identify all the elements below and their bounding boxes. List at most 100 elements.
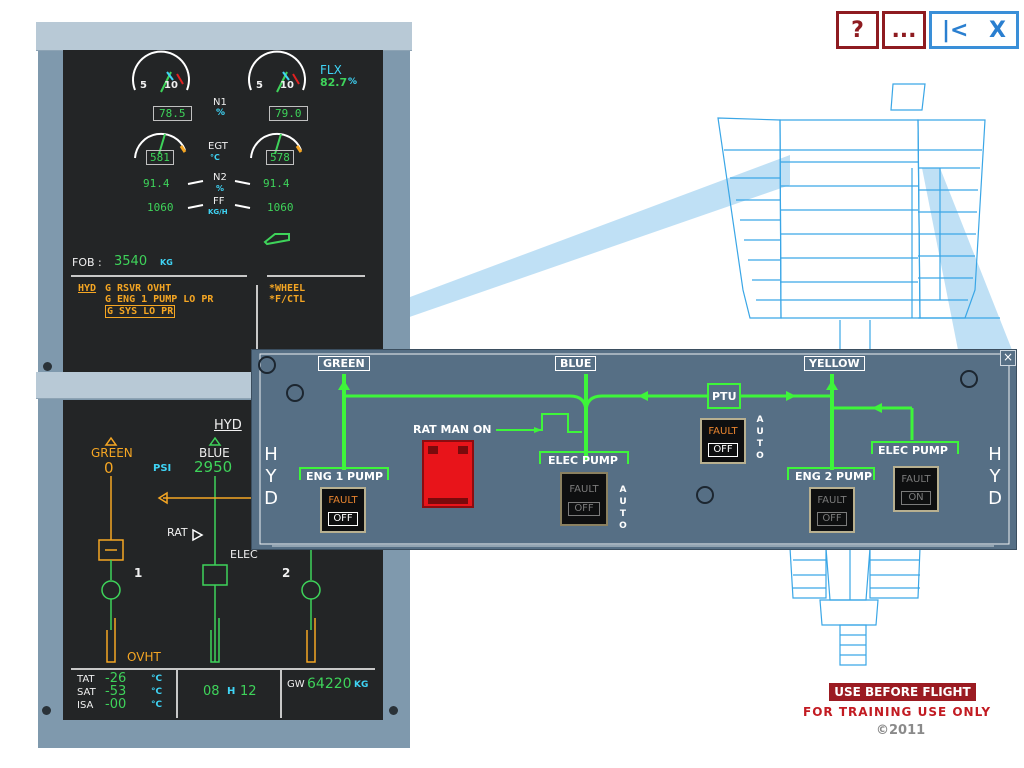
isa-value: -00 [105,697,127,712]
off-light: OFF [708,443,738,457]
eng1-pump-pushbutton[interactable]: FAULT OFF [320,487,366,533]
screw [43,362,52,371]
n2-left-value: 91.4 [143,177,170,190]
utc-minutes: 12 [240,684,257,699]
fault-light: FAULT [708,426,738,437]
off-light: OFF [817,512,847,526]
n1-left-value: 78.5 [153,106,192,121]
screw [389,706,398,715]
sat-label: SAT [77,687,96,698]
help-button[interactable]: ? [836,11,879,49]
warning-line-3: G SYS LO PR [105,305,176,318]
on-light: ON [901,491,931,505]
panel-screw-top-left [258,356,276,374]
n1-left-10: 10 [164,80,178,91]
sat-value: -53 [105,684,127,699]
tat-unit: °C [151,674,163,684]
guard-base [428,498,468,504]
panel-screw [286,384,304,402]
egt-right-value: 578 [266,150,294,165]
engine-2-label: 2 [282,566,291,580]
green-system-label: GREEN [91,446,133,460]
memo-wheel: *WHEEL [269,283,306,294]
rat-man-on-label: RAT MAN ON [413,423,492,436]
eng2-pump-pushbutton[interactable]: FAULT OFF [809,487,855,533]
rat-label: RAT [167,526,188,539]
egt-label: EGT [208,141,228,152]
green-system-title: GREEN [318,356,370,371]
flx-value: 82.7 [320,76,348,89]
nav-button-group: |< X [929,11,1019,49]
back-button[interactable]: |< [942,17,969,43]
system-display: HYD GREEN 0 BLUE 2950 PSI RAT ELEC 1 2 O… [63,400,383,720]
ewd-frame-top [36,22,412,51]
ptu-label: PTU [712,390,737,403]
blue-elec-pump-pushbutton[interactable]: FAULT OFF [560,472,608,526]
rat-man-on-guarded-button[interactable] [422,440,474,508]
blue-system-title: BLUE [555,356,597,371]
n1-right-5: 5 [256,80,263,91]
isa-unit: °C [151,700,163,710]
flx-unit: % [348,77,358,87]
egt-left-value: 581 [146,150,174,165]
yellow-system-title: YELLOW [804,356,865,371]
panel-screw [960,370,978,388]
sat-unit: °C [151,687,163,697]
guard-hinge [428,446,438,454]
use-before-flight-badge: USE BEFORE FLIGHT [829,683,976,701]
warning-system-hyd: HYD [78,283,97,294]
more-button[interactable]: ... [882,11,926,49]
hyd-panel-lines [259,353,1010,547]
n1-right-value: 79.0 [269,106,308,121]
elec-label: ELEC [230,548,258,561]
n2-label: N2 [213,172,227,183]
yellow-elec-pump-pushbutton[interactable]: FAULT ON [893,466,939,512]
isa-label: ISA [77,700,94,711]
utc-separator: H [227,686,236,697]
off-light: OFF [328,512,358,526]
memo-fctl: *F/CTL [269,294,306,305]
flx-label: FLX [320,63,342,77]
fault-light: FAULT [569,484,599,495]
panel-close-icon[interactable]: × [1000,350,1016,366]
n1-left-5: 5 [140,80,147,91]
yellow-elec-pump-label: ELEC PUMP [878,444,948,457]
n1-right-10: 10 [280,80,294,91]
ff-right-value: 1060 [267,201,294,214]
sd-frame-top [36,372,256,399]
fob-unit: KG [160,258,173,267]
gw-unit: KG [354,680,369,690]
tat-value: -26 [105,671,127,686]
ovht-warning: OVHT [127,650,161,664]
engine-1-label: 1 [134,566,143,580]
gw-label: GW [287,679,305,690]
screw [42,706,51,715]
ff-unit: KG/H [208,208,228,216]
ptu-pushbutton[interactable]: FAULT OFF [700,418,746,464]
eng2-pump-label: ENG 2 PUMP [795,470,873,483]
n1-unit: % [216,108,226,118]
close-button[interactable]: X [989,17,1006,43]
n1-label: N1 [213,97,227,108]
fault-light: FAULT [328,495,358,506]
training-use-notice: FOR TRAINING USE ONLY [803,705,992,719]
fob-value: 3540 [114,254,148,269]
off-light: OFF [568,502,600,516]
n2-right-value: 91.4 [263,177,290,190]
warning-line-2: G ENG 1 PUMP LO PR [105,294,214,305]
tat-label: TAT [77,674,95,685]
psi-unit: PSI [153,463,172,474]
green-system-pressure: 0 [104,459,114,477]
gw-value: 64220 [307,676,352,692]
panel-screw [696,486,714,504]
egt-unit: °C [210,153,220,162]
n2-unit: % [216,184,225,193]
utc-hours: 08 [203,684,220,699]
copyright: ©2011 [876,723,926,738]
ff-label: FF [213,196,225,207]
guard-hinge [458,446,468,454]
